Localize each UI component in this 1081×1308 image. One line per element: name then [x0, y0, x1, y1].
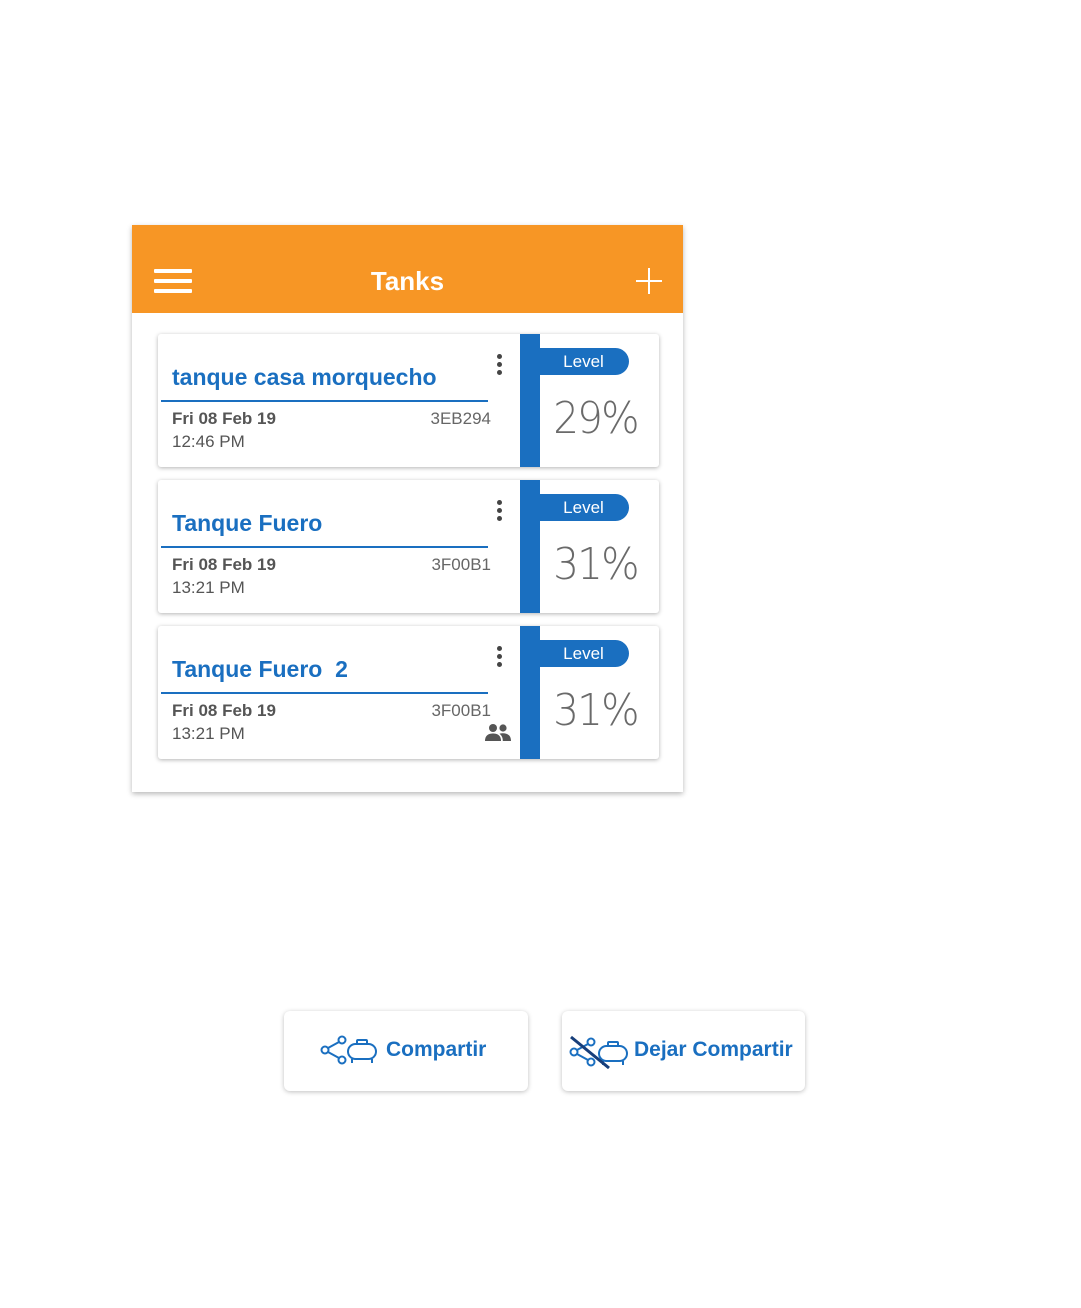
- more-options-icon[interactable]: [497, 354, 503, 376]
- tank-card[interactable]: tanque casa morquecho Fri 08 Feb 19 12:4…: [158, 334, 659, 467]
- unshare-tank-icon: [569, 1035, 628, 1069]
- level-badge: Level: [538, 348, 629, 375]
- tank-name-divider: [161, 692, 488, 694]
- tank-device-id: 3F00B1: [431, 701, 491, 720]
- level-badge: Level: [538, 640, 629, 667]
- more-options-icon[interactable]: [497, 500, 503, 522]
- level-value: 31%: [553, 539, 639, 590]
- tank-time: 12:46 PM: [172, 432, 245, 451]
- level-bar: [520, 334, 540, 467]
- share-tank-icon: [320, 1035, 377, 1065]
- tank-date: Fri 08 Feb 19: [172, 409, 276, 428]
- more-options-icon[interactable]: [497, 646, 503, 668]
- tank-name-divider: [161, 400, 488, 402]
- tank-time: 13:21 PM: [172, 578, 245, 597]
- tank-time: 13:21 PM: [172, 724, 245, 743]
- level-badge: Level: [538, 494, 629, 521]
- level-value: 29%: [553, 393, 639, 444]
- level-bar: [520, 626, 540, 759]
- app-bar: Tanks: [132, 225, 683, 313]
- tank-name: tanque casa morquecho: [172, 364, 437, 390]
- share-button-label: Compartir: [386, 1038, 487, 1061]
- tank-name-divider: [161, 546, 488, 548]
- unshare-button-label: Dejar Compartir: [634, 1038, 793, 1061]
- tank-device-id: 3F00B1: [431, 555, 491, 574]
- hamburger-menu-icon[interactable]: [154, 269, 192, 293]
- tank-date: Fri 08 Feb 19: [172, 701, 276, 720]
- tank-name: Tanque Fuero: [172, 510, 323, 536]
- tank-device-id: 3EB294: [430, 409, 492, 428]
- tank-card[interactable]: Tanque Fuero Fri 08 Feb 19 13:21 PM 3F00…: [158, 480, 659, 613]
- tank-name: Tanque Fuero 2: [172, 656, 348, 682]
- app-screen: Tanks tanque casa morquecho Fri 08 Feb 1…: [132, 225, 683, 792]
- shared-users-icon: [485, 724, 511, 741]
- share-button[interactable]: Compartir: [284, 1011, 528, 1091]
- page-title: Tanks: [370, 266, 445, 296]
- level-bar: [520, 480, 540, 613]
- level-value: 31%: [553, 685, 639, 736]
- plus-icon[interactable]: [634, 266, 664, 296]
- tank-date: Fri 08 Feb 19: [172, 555, 276, 574]
- tank-card[interactable]: Tanque Fuero 2 Fri 08 Feb 19 13:21 PM 3F…: [158, 626, 659, 759]
- unshare-button[interactable]: Dejar Compartir: [562, 1011, 805, 1091]
